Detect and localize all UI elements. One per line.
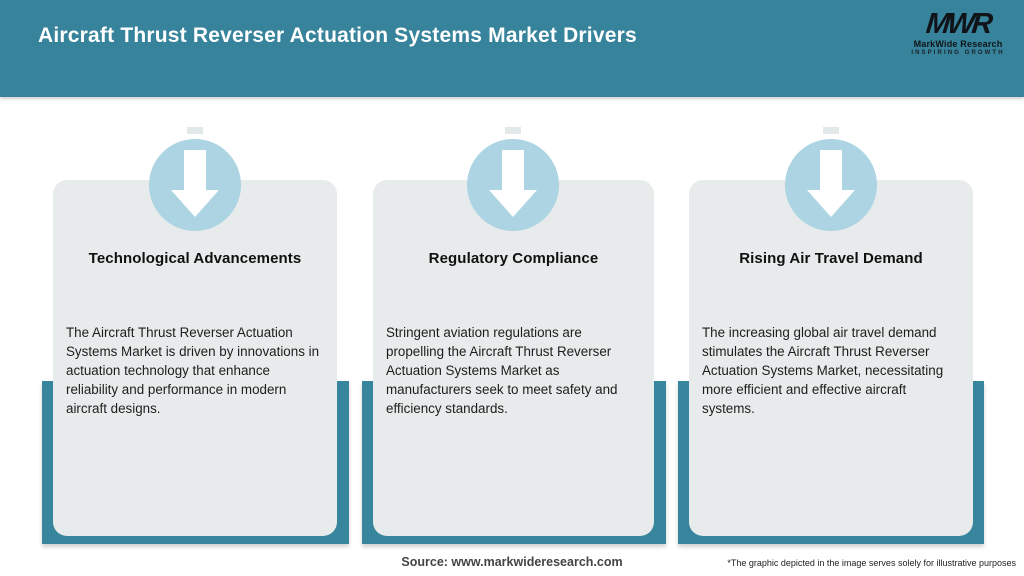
arrow-ghost-tail (505, 127, 521, 134)
arrow-ghost-tail (823, 127, 839, 134)
card-body-text: Stringent aviation regulations are prope… (386, 325, 618, 416)
card-body-text: The Aircraft Thrust Reverser Actuation S… (66, 325, 320, 416)
card-title: Rising Air Travel Demand (739, 250, 923, 267)
down-arrow-icon (489, 150, 537, 217)
disclaimer-note: *The graphic depicted in the image serve… (727, 558, 1016, 568)
card-body-text: The increasing global air travel demand … (702, 325, 944, 416)
arrow-ghost-tail (187, 127, 203, 134)
header-banner: Aircraft Thrust Reverser Actuation Syste… (0, 0, 1024, 97)
arrow-circle-badge (149, 139, 241, 231)
driver-card (373, 180, 654, 536)
arrow-circle-badge (785, 139, 877, 231)
arrow-circle-badge (467, 139, 559, 231)
card-title: Technological Advancements (88, 250, 302, 267)
source-attribution: Source: www.markwideresearch.com (401, 555, 623, 569)
down-arrow-icon (171, 150, 219, 217)
logo-name: MarkWide Research (913, 39, 1003, 49)
markwide-research-logo: MWR MarkWide Research INSPIRING GROWTH (910, 8, 1006, 56)
logo-mark-icon: MWR (924, 8, 992, 40)
card-title: Regulatory Compliance (428, 250, 599, 267)
logo-tagline: INSPIRING GROWTH (911, 50, 1005, 56)
down-arrow-icon (807, 150, 855, 217)
driver-card (689, 180, 973, 536)
page-title: Aircraft Thrust Reverser Actuation Syste… (38, 24, 637, 47)
driver-card (53, 180, 337, 536)
